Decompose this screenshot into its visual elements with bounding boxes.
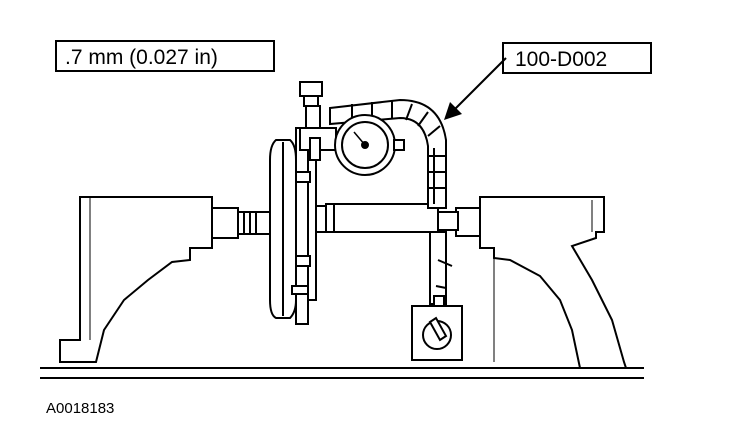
tool-number-callout: 100-D002 [502,42,652,74]
indicator-post [429,231,453,311]
right-stand [479,196,628,369]
dial-indicator [299,81,405,176]
right-spindle [455,207,481,237]
base-surface [40,367,644,379]
brake-rotor [269,127,317,325]
left-spindle [211,207,273,239]
left-stand [59,196,213,363]
leader-arrow [444,57,507,120]
magnetic-base [411,305,463,361]
tool-number-label: 100-D002 [515,48,607,71]
runout-spec-label: .7 mm (0.027 in) [65,46,218,69]
figure-id: A0018183 [46,400,114,417]
runout-spec-callout: .7 mm (0.027 in) [55,40,275,72]
